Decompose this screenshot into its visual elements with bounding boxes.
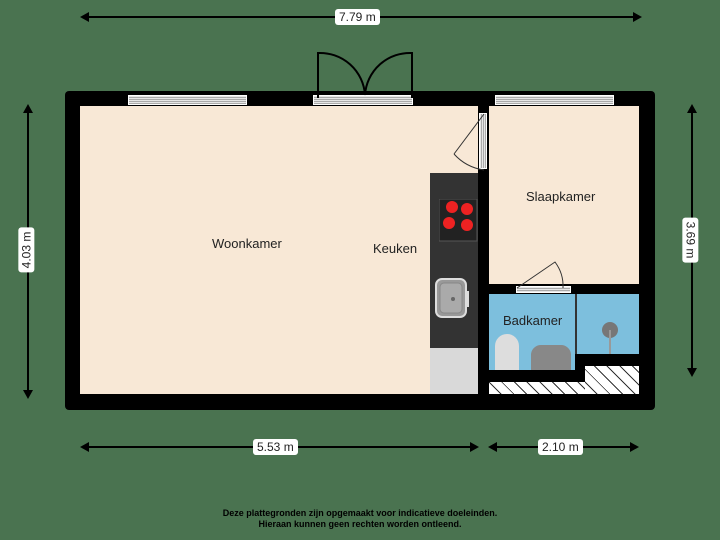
dimension-bottom-right-width: 2.10 m <box>538 439 583 455</box>
dimension-total-width: 7.79 m <box>335 9 380 25</box>
window-top-door <box>313 95 413 105</box>
bathroom-divider <box>575 294 577 354</box>
room-woonkamer <box>80 106 478 394</box>
washbasin-icon <box>531 344 571 370</box>
room-label-badkamer: Badkamer <box>503 313 563 328</box>
bathroom-door-swing-icon <box>516 261 564 289</box>
storage-hatch-lower <box>489 382 585 394</box>
kitchen-fridge <box>430 348 478 394</box>
stove-icon <box>439 199 478 242</box>
door-bedroom <box>479 113 487 169</box>
disclaimer-line-2: Hieraan kunnen geen rechten worden ontle… <box>258 519 462 529</box>
room-label-keuken: Keuken <box>373 241 418 256</box>
window-top-right <box>495 95 614 105</box>
dimension-bottom-left-width: 5.53 m <box>253 439 298 455</box>
toilet-icon <box>495 334 519 370</box>
window-top-left <box>128 95 247 105</box>
door-swing-icon <box>453 113 485 171</box>
french-door-icon <box>317 51 413 98</box>
sink-icon <box>435 278 469 318</box>
dimension-left-height: 4.03 m <box>18 227 35 273</box>
door-bathroom <box>516 286 571 293</box>
room-slaapkamer <box>489 106 639 284</box>
room-label-woonkamer: Woonkamer <box>212 236 282 251</box>
storage-hatch <box>585 366 639 394</box>
dimension-right-height: 3.69 m <box>682 217 699 263</box>
shower-head-icon <box>602 322 618 354</box>
disclaimer-line-1: Deze plattegronden zijn opgemaakt voor i… <box>222 508 498 518</box>
room-label-slaapkamer: Slaapkamer <box>526 189 596 204</box>
